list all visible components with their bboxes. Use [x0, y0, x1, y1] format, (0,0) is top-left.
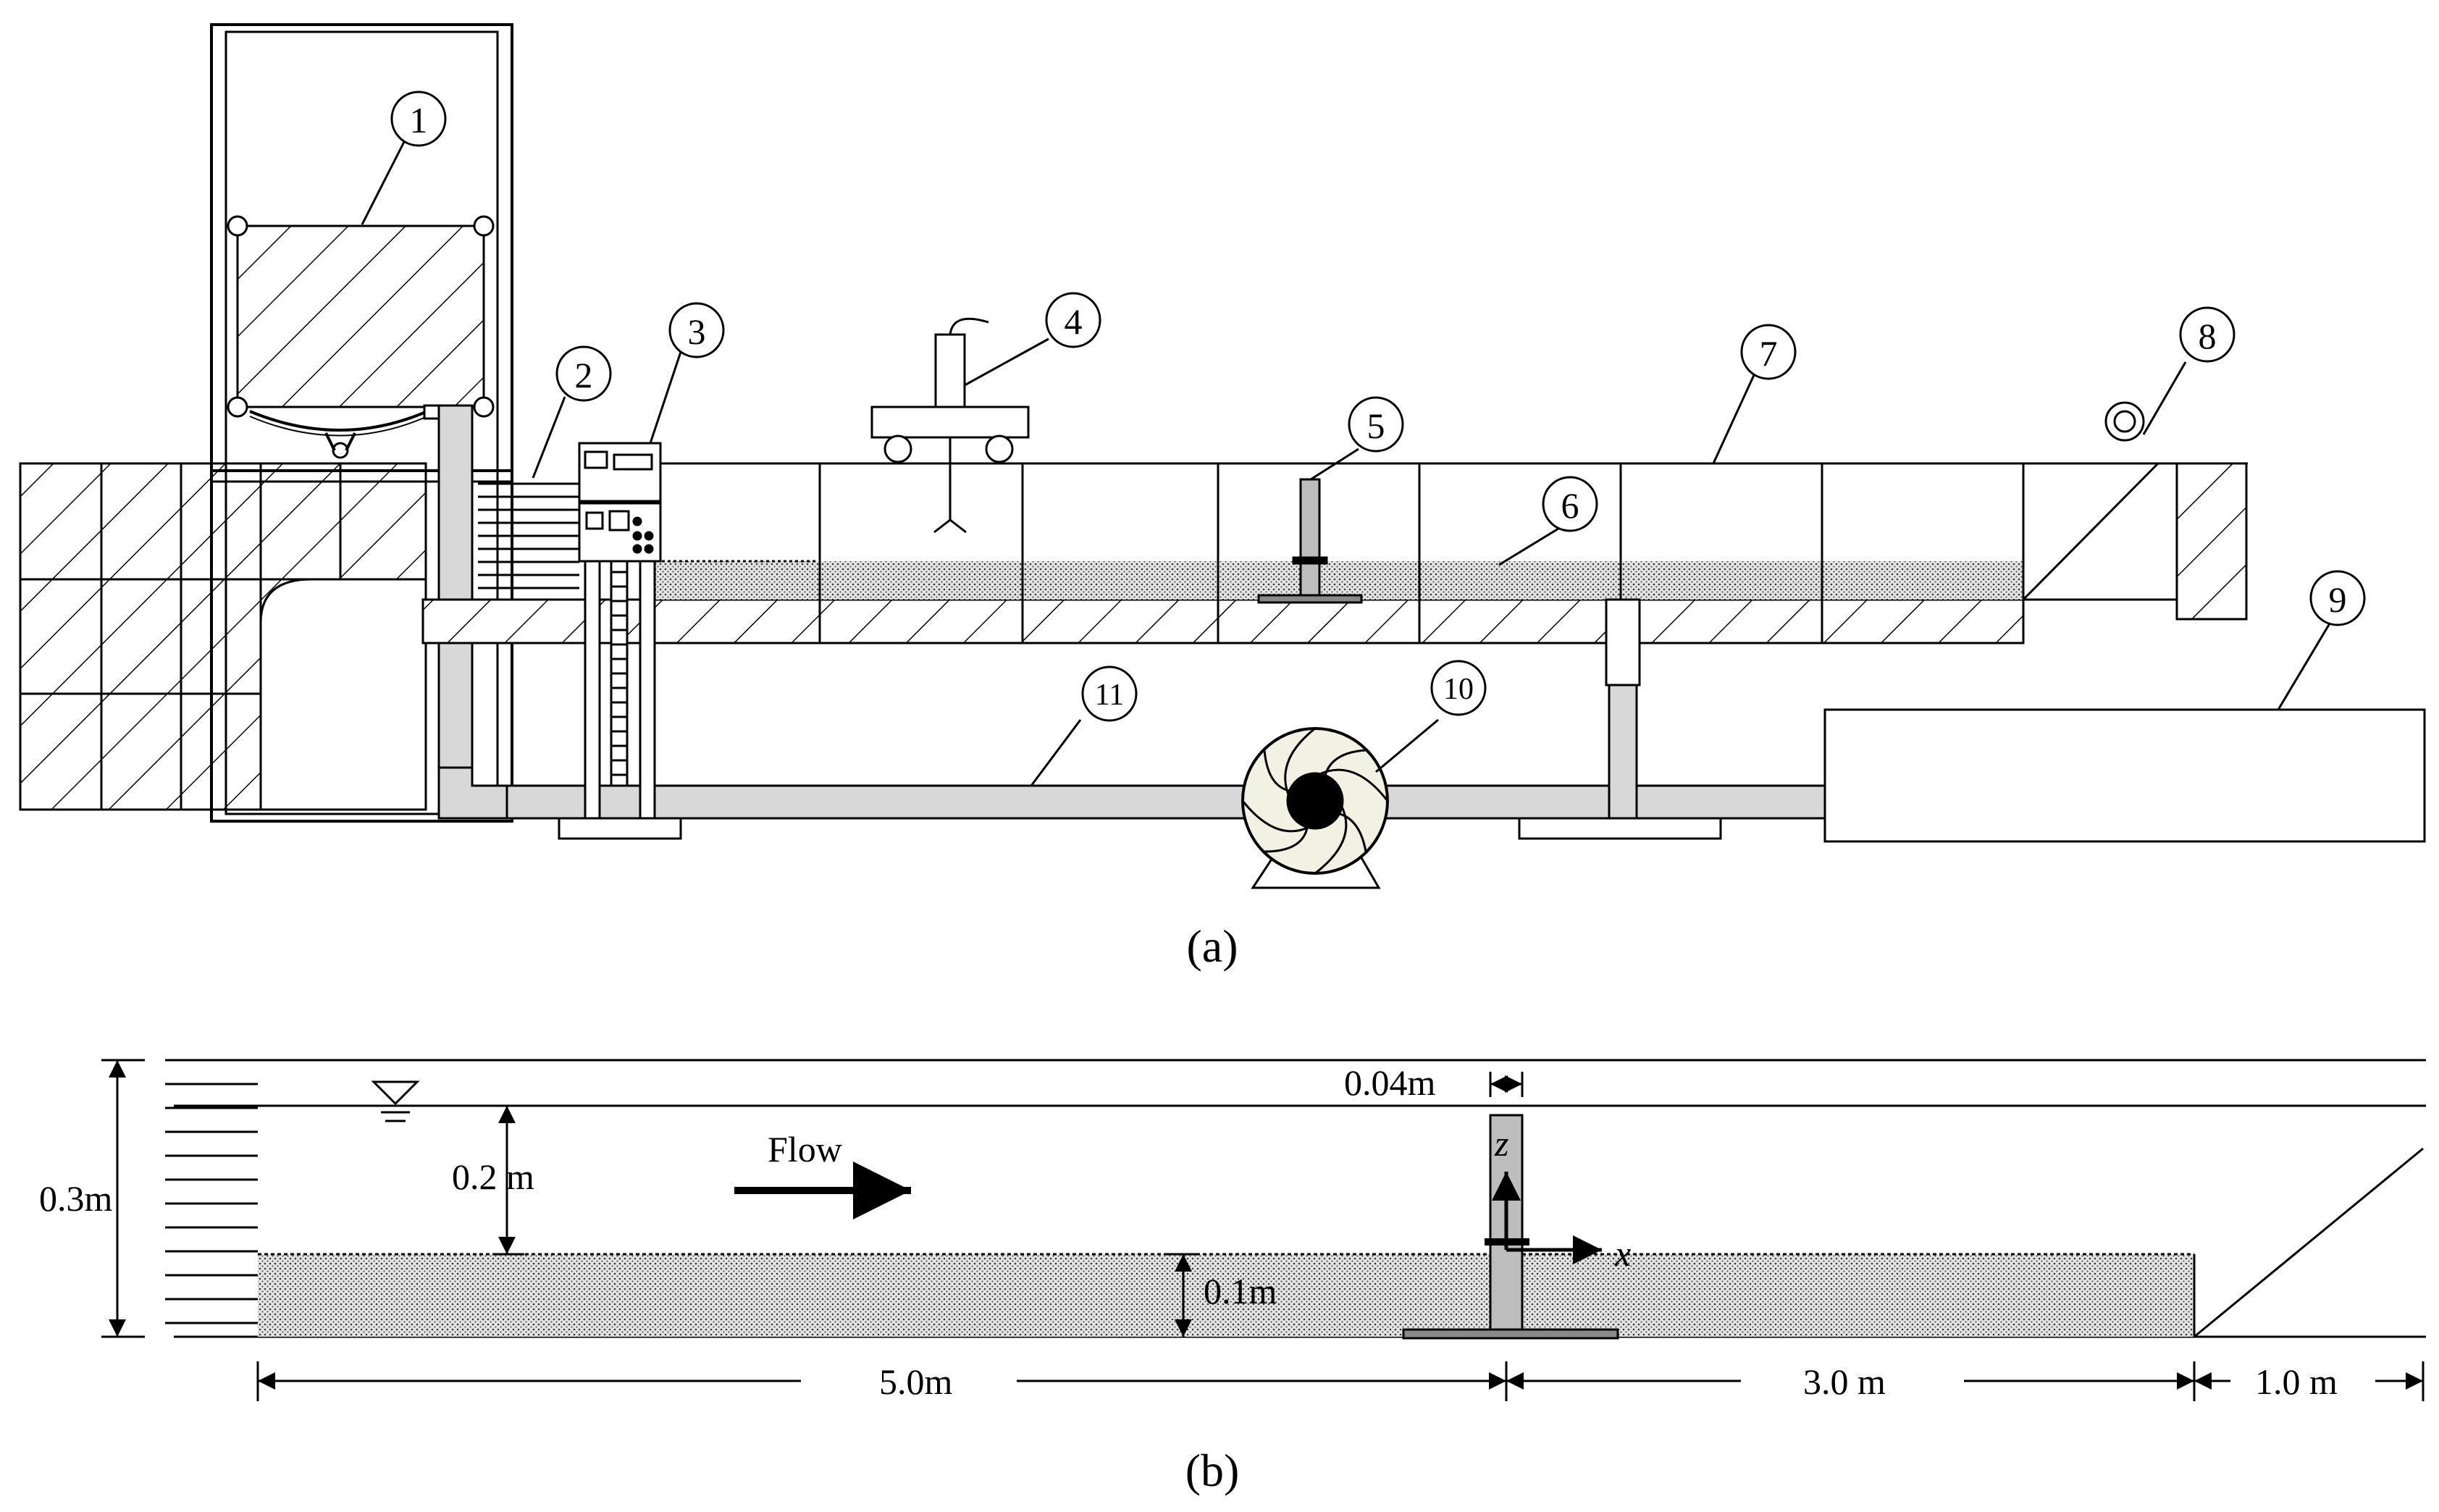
panel-a-apparatus — [19, 23, 2426, 889]
svg-text:8: 8 — [2199, 316, 2217, 356]
pile-model — [1257, 478, 1363, 604]
callout-4: 4 — [1045, 292, 1101, 348]
sediment-bed — [258, 1254, 2194, 1337]
flume-support — [1518, 598, 1722, 840]
svg-text:11: 11 — [1095, 679, 1124, 712]
dim-total-depth — [101, 1059, 145, 1338]
callout-10: 10 — [1430, 660, 1487, 716]
label-flow: Flow — [768, 1129, 842, 1169]
callout-11: 11 — [1081, 665, 1138, 722]
svg-text:10: 10 — [1443, 673, 1474, 706]
svg-text:9: 9 — [2329, 579, 2347, 620]
label-axis-x: x — [1614, 1233, 1631, 1274]
caption-a: (a) — [1186, 920, 1238, 972]
callout-6: 6 — [1542, 476, 1598, 532]
flowmeter — [2104, 401, 2145, 442]
callout-leaders — [361, 138, 2333, 786]
inlet-baffles — [478, 482, 579, 602]
caption-b: (b) — [1185, 1445, 1240, 1496]
callout-9: 9 — [2309, 570, 2366, 626]
label-total-depth: 0.3m — [39, 1178, 113, 1219]
supply-pipe — [437, 404, 1826, 820]
return-reservoir — [1823, 708, 2426, 843]
head-tank-block — [19, 462, 427, 811]
panel-b-schematic — [101, 1059, 2426, 1401]
callout-8: 8 — [2179, 306, 2236, 363]
label-outlet-length: 1.0 m — [2255, 1361, 2338, 1402]
flume-channel — [421, 462, 2248, 644]
label-sediment-depth: 0.1m — [1204, 1271, 1277, 1311]
dim-lengths — [256, 1361, 2425, 1401]
label-axis-z: z — [1494, 1123, 1508, 1164]
callout-2: 2 — [555, 345, 612, 402]
svg-text:3: 3 — [688, 311, 706, 352]
label-pile-width: 0.04m — [1344, 1062, 1436, 1103]
coordinate-axes — [1492, 1172, 1602, 1264]
label-upstream-length: 5.0m — [879, 1361, 953, 1402]
dim-pile-width — [1489, 1072, 1524, 1097]
label-downstream-length: 3.0 m — [1803, 1361, 1886, 1402]
callout-3: 3 — [668, 302, 725, 358]
svg-text:4: 4 — [1065, 301, 1083, 342]
svg-text:1: 1 — [410, 100, 428, 140]
circulation-pump — [1241, 727, 1389, 889]
callout-5: 5 — [1348, 396, 1404, 453]
control-cabinet — [558, 442, 682, 840]
measurement-carriage — [870, 317, 1030, 534]
water-surface-symbol — [371, 1080, 420, 1122]
svg-text:7: 7 — [1760, 333, 1778, 374]
callout-7: 7 — [1740, 324, 1797, 380]
label-water-depth: 0.2 m — [452, 1156, 534, 1197]
svg-text:6: 6 — [1561, 485, 1579, 526]
callouts: 1 2 3 4 5 6 7 8 9 10 11 — [390, 91, 2366, 722]
inlet-baffle-lines — [165, 1059, 258, 1324]
callout-1: 1 — [390, 91, 447, 147]
svg-text:5: 5 — [1367, 406, 1385, 446]
svg-text:2: 2 — [575, 355, 593, 395]
